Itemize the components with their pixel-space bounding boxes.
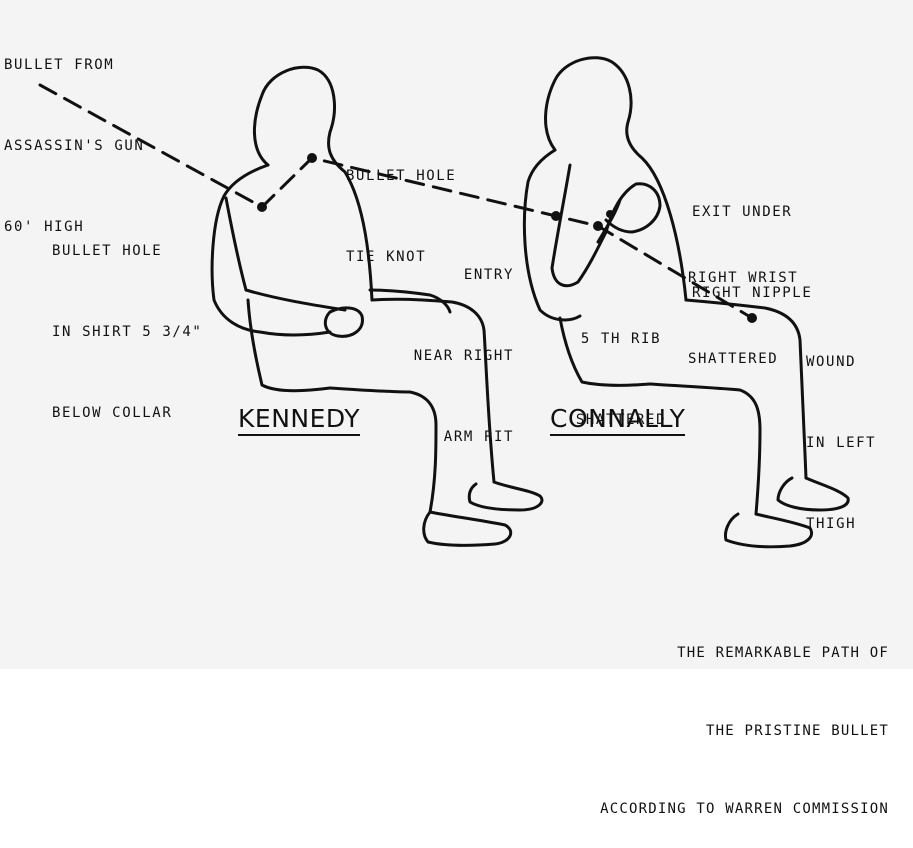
bullet-hole-shirt-dot [257, 202, 267, 212]
bullet-path-line [38, 83, 754, 320]
bullet-hole-tie-dot [307, 153, 317, 163]
kennedy-figure [210, 65, 544, 547]
label-bullet-from: BULLET FROM ASSASSIN'S GUN 60' HIGH [4, 57, 145, 235]
kennedy-name: KENNEDY [238, 404, 361, 436]
wrist-dot [606, 210, 614, 218]
label-fifth-rib: 5 TH RIB SHATTERED [575, 331, 667, 428]
connally-name: CONNALLY [550, 404, 686, 436]
label-bullet-hole-tie: BULLET HOLE TIE KNOT [346, 168, 457, 265]
label-bullet-hole-shirt: BULLET HOLE IN SHIRT 5 3/4" BELOW COLLAR [52, 243, 203, 421]
diagram-caption: THE REMARKABLE PATH OF THE PRISTINE BULL… [600, 645, 889, 817]
thigh-dot [747, 313, 757, 323]
label-wrist: RIGHT WRIST SHATTERED [688, 270, 799, 367]
rib-dot [593, 221, 603, 231]
entry-dot [551, 211, 561, 221]
label-entry: ENTRY NEAR RIGHT ARM PIT [413, 267, 514, 445]
label-exit: EXIT UNDER RIGHT NIPPLE [692, 204, 813, 301]
label-thigh: WOUND IN LEFT THIGH [806, 354, 877, 532]
bullet-path-diagram [0, 0, 913, 669]
